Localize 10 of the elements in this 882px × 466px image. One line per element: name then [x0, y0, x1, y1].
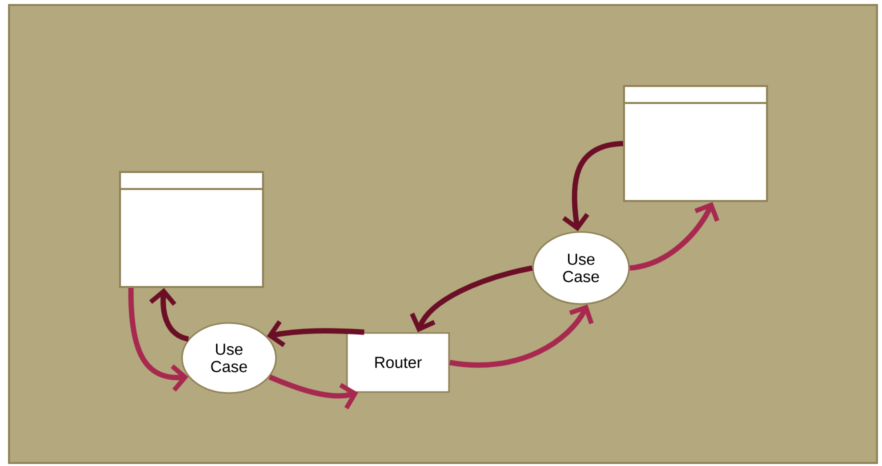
arrow: [629, 202, 720, 271]
window-box: [623, 85, 768, 202]
arrow: [449, 304, 594, 368]
window-box: [119, 171, 264, 288]
arrow: [410, 265, 533, 332]
process-box: Router: [346, 332, 450, 393]
arrow: [268, 374, 358, 410]
arrow: [128, 288, 188, 392]
arrow: [562, 140, 624, 232]
arrow: [266, 320, 364, 348]
